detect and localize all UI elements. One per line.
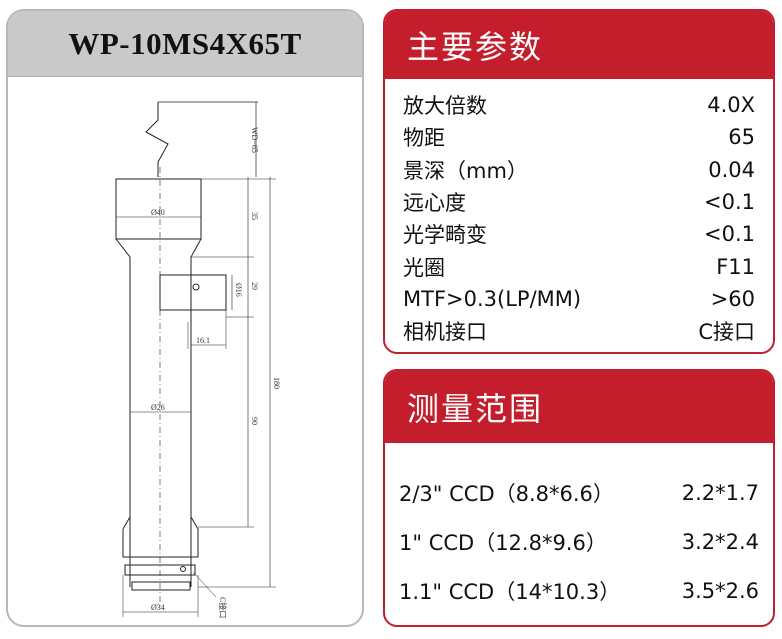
side-port	[159, 274, 227, 311]
wd-break-line	[145, 102, 169, 177]
param-label: 远心度	[403, 191, 466, 216]
param-value: 65	[728, 125, 755, 150]
range-row: 2/3" CCD（8.8*6.6） 2.2*1.7	[399, 469, 759, 517]
param-row: 相机接口 C接口	[403, 315, 755, 347]
front-housing	[115, 178, 202, 240]
params-title: 主要参数	[385, 11, 773, 79]
param-value: 0.04	[708, 157, 755, 182]
params-list: 放大倍数 4.0X 物距 65 景深（mm） 0.04 远心度 <0.1 光学畸变 <0.…	[385, 79, 773, 347]
param-row: 光学畸变 <0.1	[403, 218, 755, 250]
param-label: 光学畸变	[403, 223, 487, 248]
lens-drawing-svg: WD=65 Ø40 35 Ø16 29 16.1 180 Ø26 90 Ø34 …	[115, 101, 281, 618]
label-wd: WD=65	[250, 127, 259, 153]
param-value: >60	[710, 286, 755, 311]
param-label: 光圈	[403, 255, 445, 280]
param-label: MTF>0.3(LP/MM)	[403, 286, 582, 311]
drawing-card: WP-10MS4X65T	[6, 9, 364, 627]
params-card: 主要参数 放大倍数 4.0X 物距 65 景深（mm） 0.04 远心度 <0.1 光学…	[383, 9, 775, 354]
param-label: 放大倍数	[403, 94, 487, 119]
label-mount: C接口	[218, 597, 228, 618]
range-list: 2/3" CCD（8.8*6.6） 2.2*1.7 1" CCD（12.8*9.6…	[385, 443, 773, 615]
param-value: <0.1	[704, 222, 755, 247]
label-d34: Ø34	[151, 603, 165, 612]
param-row: MTF>0.3(LP/MM) >60	[403, 283, 755, 315]
label-90: 90	[250, 417, 259, 425]
range-label: 1" CCD（12.8*9.6）	[399, 531, 607, 555]
param-row: 远心度 <0.1	[403, 186, 755, 218]
param-row: 景深（mm） 0.04	[403, 154, 755, 186]
param-value: 4.0X	[707, 93, 755, 118]
range-row: 1" CCD（12.8*9.6） 3.2*2.4	[399, 518, 759, 566]
model-title: WP-10MS4X65T	[68, 25, 302, 61]
param-value: C接口	[698, 320, 755, 345]
param-row: 光圈 F11	[403, 250, 755, 282]
label-180: 180	[272, 377, 281, 389]
label-35: 35	[250, 212, 259, 220]
range-value: 2.2*1.7	[681, 481, 759, 505]
range-label: 2/3" CCD（8.8*6.6）	[399, 482, 614, 506]
label-d16: Ø16	[234, 283, 243, 297]
param-value: F11	[716, 254, 755, 279]
range-title: 测量范围	[385, 371, 773, 443]
c-mount	[131, 581, 191, 591]
param-label: 相机接口	[403, 320, 487, 345]
label-16-1: 16.1	[196, 336, 210, 345]
range-card: 测量范围 2/3" CCD（8.8*6.6） 2.2*1.7 1" CCD（12.…	[383, 369, 775, 627]
label-d26: Ø26	[151, 403, 165, 412]
range-value: 3.2*2.4	[681, 530, 759, 554]
param-row: 放大倍数 4.0X	[403, 89, 755, 121]
label-29: 29	[250, 282, 259, 290]
range-value: 3.5*2.6	[681, 579, 759, 603]
param-value: <0.1	[704, 190, 755, 215]
param-label: 物距	[403, 126, 445, 151]
drawing-header: WP-10MS4X65T	[8, 11, 362, 77]
label-d40: Ø40	[151, 208, 165, 217]
lens-drawing: WD=65 Ø40 35 Ø16 29 16.1 180 Ø26 90 Ø34 …	[8, 77, 362, 625]
param-label: 景深（mm）	[403, 158, 528, 183]
range-label: 1.1" CCD（14*10.3）	[399, 580, 621, 604]
param-row: 物距 65	[403, 121, 755, 153]
range-row: 1.1" CCD（14*10.3） 3.5*2.6	[399, 567, 759, 615]
